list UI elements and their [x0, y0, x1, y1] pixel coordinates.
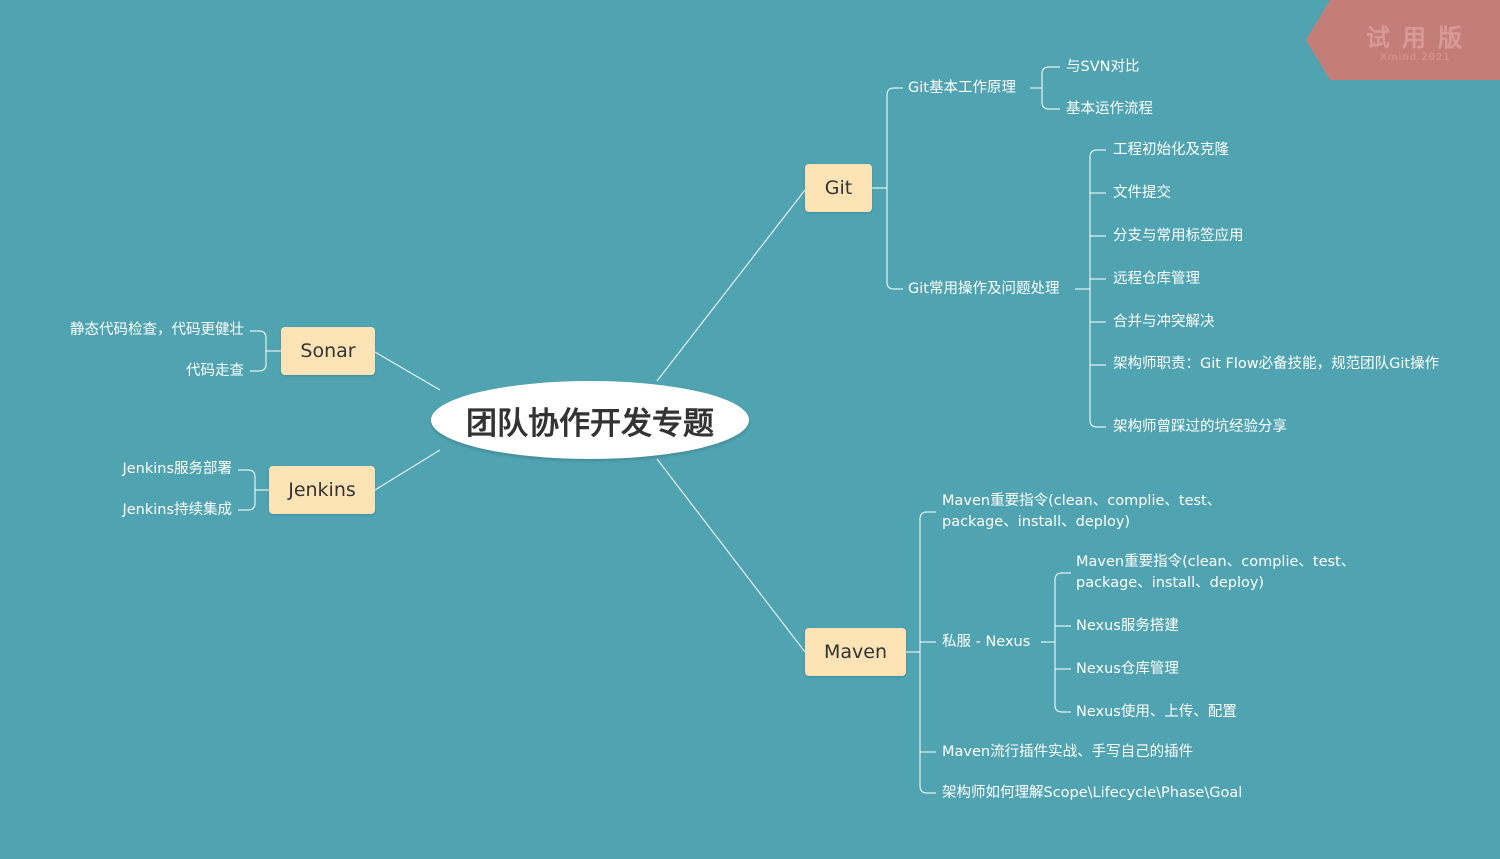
branch-sonar[interactable]: Sonar	[281, 327, 375, 375]
git-op-item[interactable]: 架构师职责：Git Flow必备技能，规范团队Git操作	[1113, 356, 1440, 372]
jenkins-item[interactable]: Jenkins服务部署	[122, 461, 232, 477]
branch-jenkins[interactable]: Jenkins	[269, 466, 375, 514]
git-op-item[interactable]: 分支与常用标签应用	[1113, 228, 1244, 244]
branch-maven[interactable]: Maven	[805, 628, 906, 676]
branch-maven-label: Maven	[823, 641, 887, 663]
maven-commands-topic[interactable]: Maven重要指令(clean、complie、test、package、ins…	[942, 493, 1222, 530]
maven-plugins-topic[interactable]: Maven流行插件实战、手写自己的插件	[942, 744, 1194, 760]
branch-sonar-label: Sonar	[300, 340, 356, 362]
git-op-item[interactable]: 文件提交	[1113, 185, 1171, 201]
sonar-item[interactable]: 静态代码检查，代码更健壮	[70, 322, 244, 338]
central-topic-label: 团队协作开发专题	[466, 405, 714, 442]
nexus-item[interactable]: Nexus服务搭建	[1076, 618, 1179, 634]
git-basic-flow-topic[interactable]: 基本运作流程	[1066, 101, 1153, 117]
maven-scope-topic[interactable]: 架构师如何理解Scope\Lifecycle\Phase\Goal	[942, 785, 1243, 801]
central-topic[interactable]: 团队协作开发专题	[431, 381, 749, 459]
git-op-item[interactable]: 工程初始化及克隆	[1113, 142, 1229, 158]
git-svn-compare-topic[interactable]: 与SVN对比	[1066, 59, 1140, 75]
nexus-item[interactable]: Nexus使用、上传、配置	[1076, 704, 1237, 720]
trial-watermark-badge: 试用版 Xmind 2021	[1306, 0, 1500, 80]
watermark-subtitle: Xmind 2021	[1380, 52, 1451, 63]
jenkins-item[interactable]: Jenkins持续集成	[122, 502, 232, 518]
watermark-title: 试用版	[1366, 24, 1474, 52]
branch-git-label: Git	[824, 177, 853, 199]
branch-git[interactable]: Git	[805, 164, 872, 212]
git-op-item[interactable]: 架构师曾踩过的坑经验分享	[1113, 419, 1287, 435]
sonar-item[interactable]: 代码走查	[186, 363, 244, 379]
git-basic-principles-topic[interactable]: Git基本工作原理	[908, 80, 1016, 96]
branch-jenkins-label: Jenkins	[288, 479, 356, 501]
nexus-item[interactable]: Nexus仓库管理	[1076, 661, 1179, 677]
git-op-item[interactable]: 合并与冲突解决	[1113, 314, 1215, 330]
maven-nexus-topic[interactable]: 私服 - Nexus	[942, 634, 1031, 650]
git-op-item[interactable]: 远程仓库管理	[1113, 271, 1200, 287]
nexus-item[interactable]: Maven重要指令(clean、complie、test、package、ins…	[1076, 554, 1356, 591]
git-common-ops-topic[interactable]: Git常用操作及问题处理	[908, 281, 1060, 297]
